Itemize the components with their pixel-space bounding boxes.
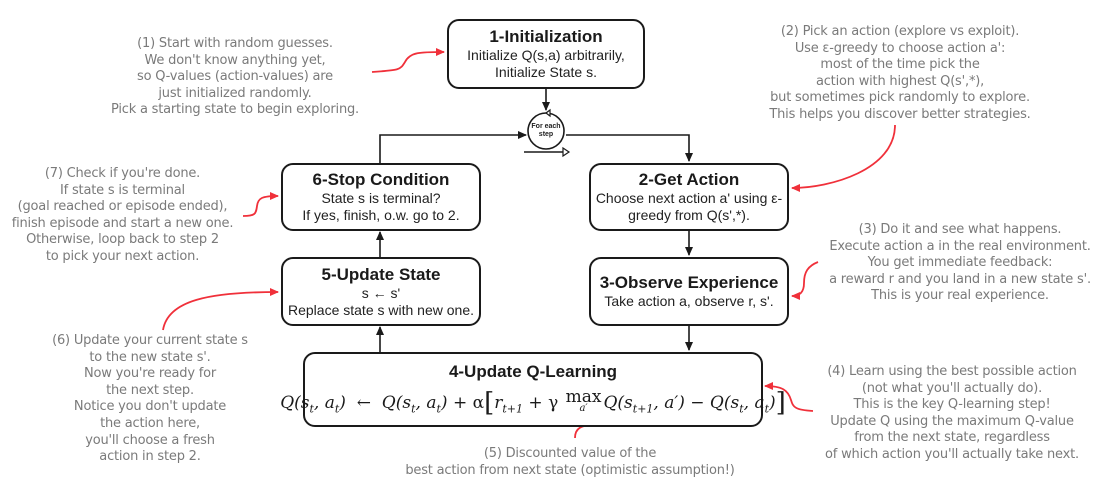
annotation-arrow-3 xyxy=(791,261,819,300)
annotation-arrow-7 xyxy=(242,192,279,217)
note-6-update-state: (6) Update your current state s to the n… xyxy=(52,333,248,465)
annotation-arrow-4 xyxy=(764,382,814,412)
note-2-pick-action: (2) Pick an action (explore vs exploit).… xyxy=(769,24,1031,122)
box-title: 3-Observe Experience xyxy=(599,273,779,292)
loop-label: For each step xyxy=(531,123,561,138)
note-1-initialization: (1) Start with random guesses. We don't … xyxy=(111,36,359,118)
note-7-stop-check: (7) Check if you're done. If state s is … xyxy=(11,166,234,264)
annotation-arrow-6 xyxy=(162,288,279,331)
loop-bottom-marker xyxy=(562,146,571,158)
annotation-arrow-2 xyxy=(791,124,896,192)
box-title: 4-Update Q-Learning xyxy=(448,361,618,381)
note-3-observe: (3) Do it and see what happens. Execute … xyxy=(829,222,1091,304)
arrow-stop-to-loop xyxy=(379,131,527,163)
step-5-update-state: 5-Update State s ← s' Replace state s wi… xyxy=(281,257,481,326)
box-title: 6-Stop Condition xyxy=(312,170,450,189)
box-title: 2-Get Action xyxy=(638,170,740,189)
step-3-observe-experience: 3-Observe Experience Take action a, obse… xyxy=(589,257,789,326)
step-1-initialization: 1-Initialization Initialize Q(s,a) arbit… xyxy=(447,19,645,89)
note-4-learn: (4) Learn using the best possible action… xyxy=(825,364,1079,462)
box-title: 5-Update State xyxy=(321,264,441,284)
step-4-update-q-learning: 4-Update Q-Learning Q(st, at) ← Q(st, at… xyxy=(280,352,786,427)
step-2-get-action: 2-Get Action Choose next action a' using… xyxy=(589,163,789,231)
box-title: 1-Initialization xyxy=(489,27,603,46)
note-5-discounted-value: (5) Discounted value of the best action … xyxy=(405,446,735,478)
arrow-loop-to-get-action xyxy=(566,134,693,162)
annotation-arrow-1 xyxy=(371,48,445,73)
step-6-stop-condition: 6-Stop Condition State s is terminal? If… xyxy=(281,163,481,231)
loop-top-marker xyxy=(545,108,551,118)
